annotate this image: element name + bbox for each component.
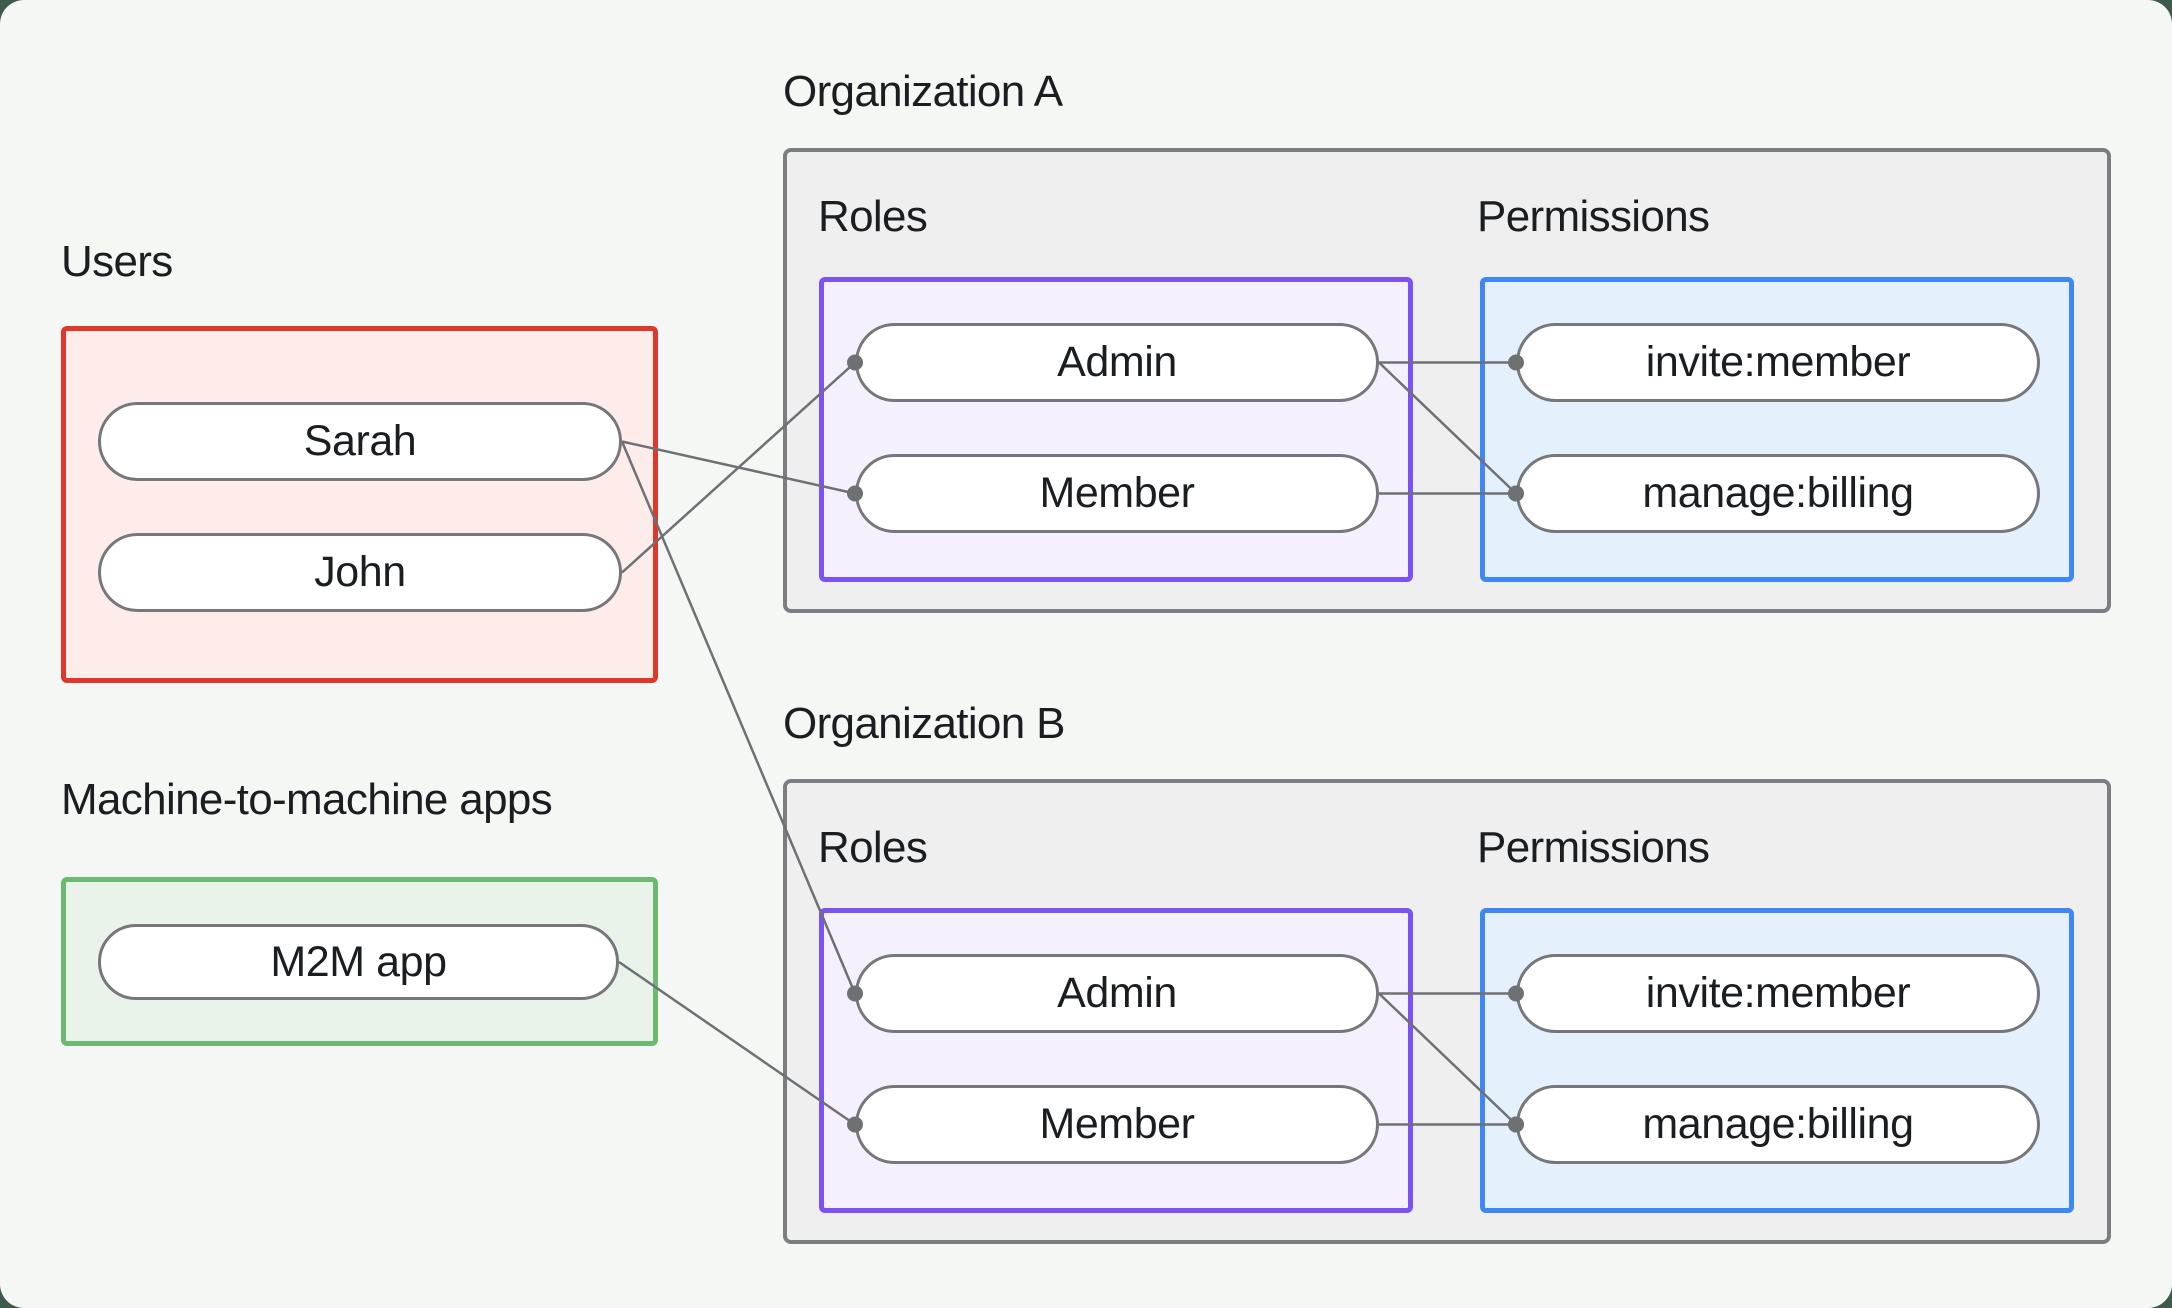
org-b-roles-label: Roles [818, 823, 928, 872]
org-a-role-admin-node: Admin [855, 323, 1379, 402]
org-a-permission-invite-node: invite:member [1516, 323, 2040, 402]
org-b-title: Organization B [783, 699, 1065, 748]
org-a-permissions-label: Permissions [1477, 192, 1710, 241]
org-a-title: Organization A [783, 67, 1063, 116]
m2m-app-node: M2M app [98, 924, 619, 1000]
org-a-roles-label: Roles [818, 192, 928, 241]
user-node-sarah: Sarah [98, 402, 622, 481]
m2m-section-title: Machine-to-machine apps [61, 775, 553, 824]
org-a-permission-billing-node: manage:billing [1516, 454, 2040, 533]
user-node-john: John [98, 533, 622, 612]
org-a-role-member-node: Member [855, 454, 1379, 533]
org-b-permission-billing-node: manage:billing [1516, 1085, 2040, 1164]
org-b-role-admin-node: Admin [855, 954, 1379, 1033]
users-group-box [61, 326, 658, 683]
org-b-permissions-label: Permissions [1477, 823, 1710, 872]
org-b-role-member-node: Member [855, 1085, 1379, 1164]
users-section-title: Users [61, 237, 173, 286]
org-b-permission-invite-node: invite:member [1516, 954, 2040, 1033]
